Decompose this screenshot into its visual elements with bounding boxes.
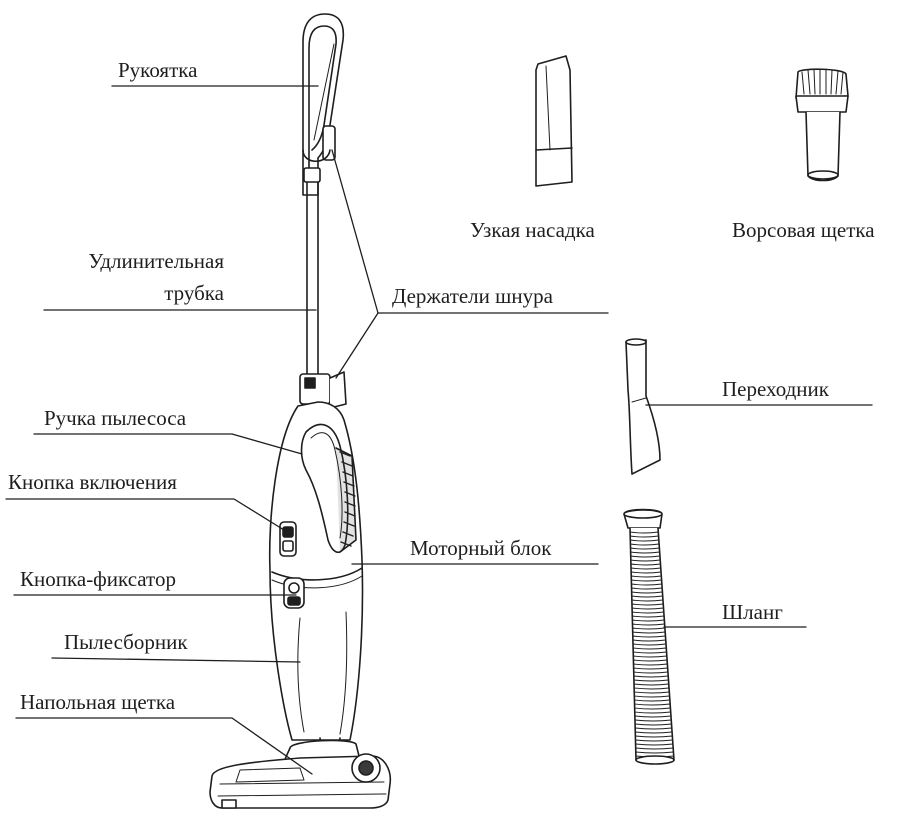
label-extension-tube-line1: Удлинительная: [40, 249, 224, 273]
label-lock-button: Кнопка-фиксатор: [20, 567, 176, 591]
label-hose: Шланг: [722, 600, 783, 624]
label-vacuum-handle: Ручка пылесоса: [44, 406, 186, 430]
label-floor-brush: Напольная щетка: [20, 690, 175, 714]
bristle-brush-drawing: [796, 69, 848, 180]
label-extension-tube-line2: трубка: [40, 281, 224, 305]
label-adapter: Переходник: [722, 377, 829, 401]
label-dust-container: Пылесборник: [64, 630, 188, 654]
vacuum-body-drawing: [270, 402, 363, 740]
floor-brush-drawing: [210, 741, 390, 808]
leader-lines: [6, 86, 872, 774]
label-power-button: Кнопка включения: [8, 470, 177, 494]
extension-tube-drawing: [304, 168, 320, 380]
label-handle: Рукоятка: [118, 58, 197, 82]
adapter-drawing: [626, 339, 660, 474]
crevice-nozzle-drawing: [536, 56, 572, 186]
hose-drawing: [624, 510, 674, 765]
label-motor-unit: Моторный блок: [410, 536, 551, 560]
label-cord-holders: Держатели шнура: [392, 284, 553, 308]
label-bristle-brush: Ворсовая щетка: [732, 218, 875, 242]
label-crevice-nozzle: Узкая насадка: [470, 218, 595, 242]
